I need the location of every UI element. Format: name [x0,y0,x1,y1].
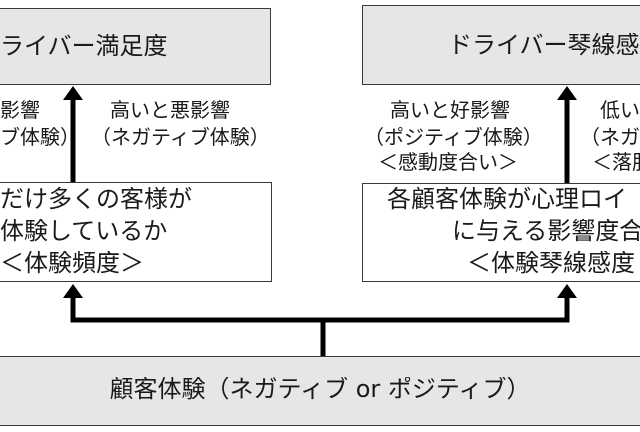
frequency-line-2: 体験しているか [0,219,168,243]
right-outer-label-3: ＜落胆 [592,152,640,172]
right-bottom-arrowhead [557,284,577,298]
experience-frequency-box [0,182,272,282]
right-inner-label-2: （ポジティブ体験） [364,127,543,147]
customer-experience-box [0,356,640,426]
right-outer-label-1: 低い [600,100,640,120]
sensitivity-line-2: に与える影響度合 [452,219,640,243]
experience-sensitivity-box [362,183,640,282]
sensitivity-line-1: 各顧客体験が心理ロイ [387,187,627,211]
customer-experience-label: 顧客体験（ネガティブ or ポジティブ） [109,377,531,401]
right-outer-label-2: （ネガテ [580,127,640,147]
left-outer-label-2: ブ体験） [0,127,66,147]
left-inner-label-2: （ネガティブ体験） [91,127,270,147]
driver-satisfaction-box [0,8,271,85]
left-outer-label-1: 影響 [0,100,40,120]
left-bottom-arrowhead [63,284,83,298]
sensitivity-line-3: ＜体験琴線感度 [467,251,635,275]
right-inner-label-3: ＜感動度合い＞ [378,152,518,172]
right-top-arrowhead [557,86,577,100]
left-inner-label-1: 高いと悪影響 [110,100,230,120]
driver-satisfaction-label: ライバー満足度 [0,34,168,58]
driver-heartstrings-box [362,5,640,85]
frequency-line-1: だけ多くの客様が [0,187,192,211]
driver-heartstrings-label: ドライバー琴線感 [448,33,640,57]
right-inner-label-1: 高いと好影響 [390,100,510,120]
frequency-line-3: ＜体験頻度＞ [0,251,144,275]
left-top-arrowhead [63,86,83,100]
